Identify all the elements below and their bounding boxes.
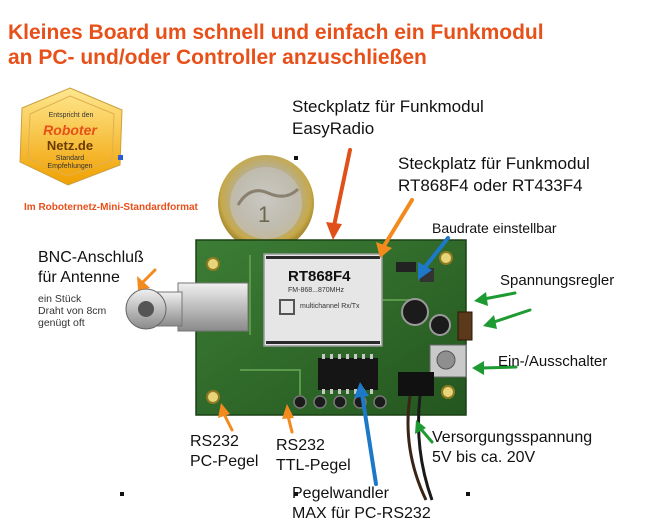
label-regler: Spannungsregler <box>500 272 615 289</box>
logo-caption: Im Roboternetz-Mini-Standardformat <box>24 202 198 213</box>
logo-brand-2: Netz.de <box>46 138 94 153</box>
label-bnc-line2: für Antenne <box>38 269 120 286</box>
rf-module <box>263 253 383 347</box>
logo-brand-1: Roboter <box>43 122 97 138</box>
selection-handle[interactable] <box>294 156 298 160</box>
label-easyradio: Steckplatz für Funkmodul EasyRadio <box>292 96 484 140</box>
label-pegelwandler: Pegelwandler MAX für PC-RS232 <box>292 484 431 524</box>
bnc-connector <box>125 282 249 332</box>
selection-handle[interactable] <box>466 492 470 496</box>
module-freq: FM-868...870MHz <box>288 287 345 294</box>
selection-handle[interactable] <box>120 492 124 496</box>
logo-handle <box>118 155 123 160</box>
label-supply-line1: Versorgungsspannung <box>432 429 593 446</box>
svg-text:1: 1 <box>258 202 270 227</box>
label-rs232-pc: RS232 PC-Pegel <box>190 432 258 472</box>
arrows <box>137 148 532 486</box>
label-rs232-pc-line2: PC-Pegel <box>190 453 259 470</box>
logo-bottom-1: Standard <box>55 155 85 162</box>
label-rt-module: Steckplatz für Funkmodul RT868F4 oder RT… <box>398 153 590 197</box>
label-bnc-line1: BNC-Anschluß <box>38 249 144 266</box>
coin: 1 <box>218 155 314 251</box>
page-title: Kleines Board um schnell und einfach ein… <box>8 20 648 70</box>
module-desc: multichannel Rx/Tx <box>300 303 360 310</box>
label-rs232-ttl-line2: TTL-Pegel <box>276 457 351 474</box>
label-rs232-pc-line1: RS232 <box>190 433 239 450</box>
label-easyradio-line2: EasyRadio <box>292 119 375 138</box>
label-pegel-line1: Pegelwandler <box>292 485 389 502</box>
label-rs232-ttl: RS232 TTL-Pegel <box>276 436 351 476</box>
module-name: RT868F4 <box>288 268 351 285</box>
label-wire-line1: ein Stück <box>38 293 82 305</box>
title-line-2: an PC- und/oder Controller anzuschließen <box>8 46 427 69</box>
title-line-1: Kleines Board um schnell und einfach ein… <box>8 21 544 44</box>
selection-handle[interactable] <box>294 492 298 496</box>
label-rt-line1: Steckplatz für Funkmodul <box>398 154 590 173</box>
label-schalter: Ein-/Ausschalter <box>498 353 608 370</box>
label-wire: ein Stück Draht von 8cm genügt oft <box>38 293 106 329</box>
label-supply-line2: 5V bis ca. 20V <box>432 449 536 466</box>
label-wire-line2: Draht von 8cm <box>38 305 107 317</box>
label-bnc: BNC-Anschluß für Antenne <box>38 248 144 288</box>
label-supply: Versorgungsspannung 5V bis ca. 20V <box>432 428 592 468</box>
logo-bottom-2: Empfehlungen <box>47 163 93 170</box>
label-rt-line2: RT868F4 oder RT433F4 <box>398 176 583 195</box>
label-wire-line3: genügt oft <box>38 317 85 329</box>
logo-top-text: Entspricht den <box>48 112 94 119</box>
label-pegel-line2: MAX für PC-RS232 <box>292 505 431 522</box>
label-baudrate: Baudrate einstellbar <box>432 220 557 236</box>
label-easyradio-line1: Steckplatz für Funkmodul <box>292 97 484 116</box>
label-rs232-ttl-line1: RS232 <box>276 437 325 454</box>
roboternetz-logo <box>19 87 123 186</box>
